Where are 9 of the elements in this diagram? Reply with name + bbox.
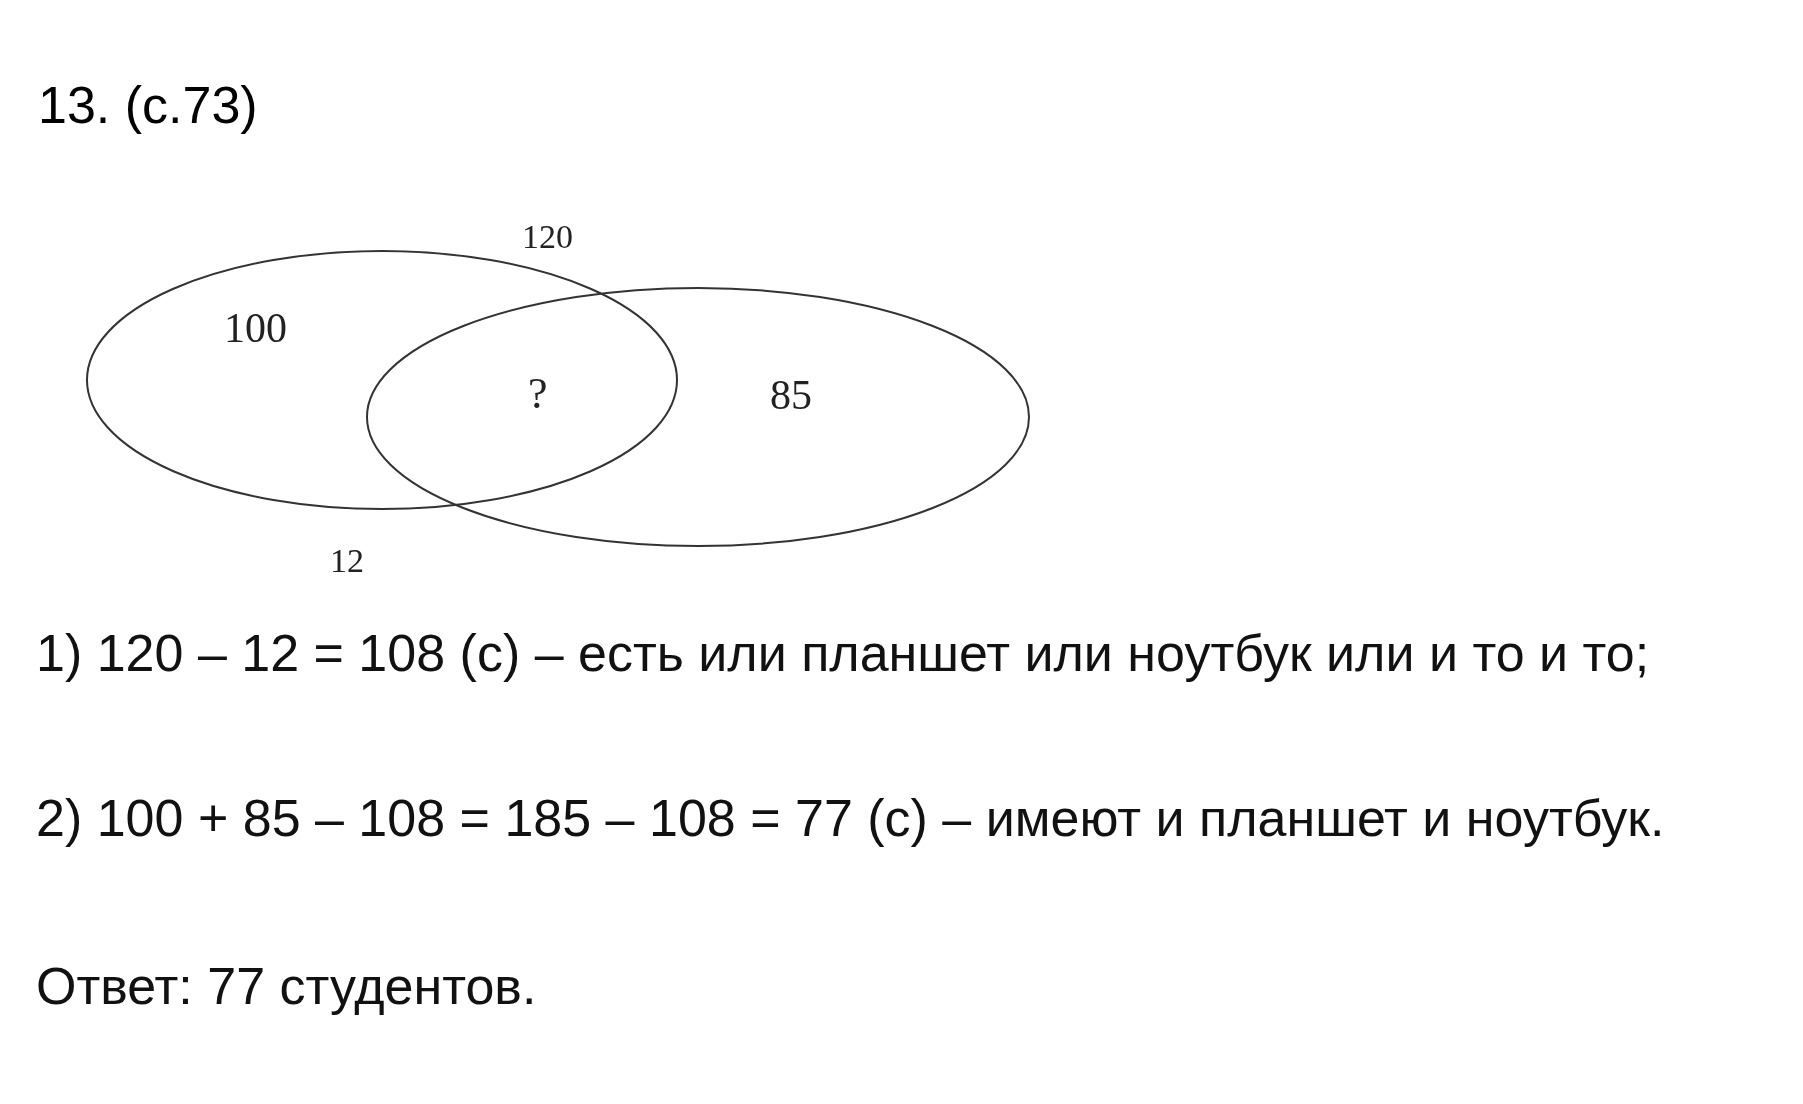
solution-step: 1) 120 – 12 = 108 (с) – есть или планшет или ноутбук или и то и то;	[36, 620, 1796, 686]
problem-title: 13. (с.73)	[38, 75, 258, 135]
question-mark: ?	[528, 368, 548, 419]
answer-text: Ответ: 77 студентов.	[36, 956, 538, 1017]
set-count: 85	[770, 371, 812, 419]
outside-count: 12	[330, 542, 364, 580]
set-count: 100	[224, 304, 287, 352]
total-count: 120	[522, 218, 573, 256]
solution-step: 2) 100 + 85 – 108 = 185 – 108 = 77 (с) – имеют и планшет и ноутбук.	[36, 785, 1796, 851]
